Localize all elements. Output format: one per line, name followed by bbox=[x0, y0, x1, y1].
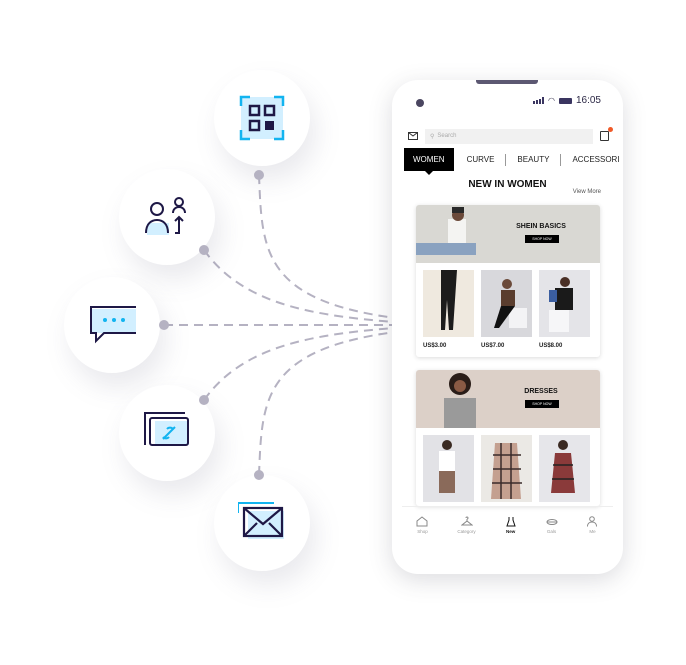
battery-icon bbox=[558, 97, 572, 104]
product-price: US$3.00 bbox=[423, 343, 447, 349]
product-image bbox=[539, 270, 590, 337]
qr-code-icon bbox=[239, 95, 285, 141]
product-price: US$8.00 bbox=[539, 343, 563, 349]
nav-new[interactable]: New bbox=[505, 516, 517, 534]
collection-card-dresses[interactable]: DRESSES SHOP NOW bbox=[416, 370, 600, 506]
product-item[interactable] bbox=[539, 435, 590, 502]
product-price: US$7.00 bbox=[481, 343, 505, 349]
category-tabs: WOMEN CURVE BEAUTY ACCESSORI bbox=[404, 148, 623, 175]
model-image bbox=[444, 373, 476, 428]
cart-icon[interactable] bbox=[600, 127, 613, 141]
status-bar: ◠ 16:05 bbox=[532, 95, 601, 106]
lips-icon bbox=[546, 518, 558, 525]
user-referral-bubble[interactable] bbox=[119, 169, 215, 265]
product-image bbox=[423, 435, 474, 502]
user-referral-icon bbox=[145, 197, 186, 235]
chat-bubble[interactable] bbox=[64, 277, 160, 373]
product-item[interactable] bbox=[423, 435, 474, 502]
hanger-icon bbox=[460, 516, 473, 525]
nav-me[interactable]: Me bbox=[586, 515, 598, 534]
banner-image[interactable]: SHEIN BASICS SHOP NOW bbox=[416, 205, 600, 263]
speaker bbox=[476, 80, 538, 84]
product-image bbox=[423, 270, 474, 337]
shop-now-button[interactable]: SHOP NOW bbox=[525, 235, 559, 243]
tab-beauty[interactable]: BEAUTY bbox=[506, 153, 562, 166]
product-item[interactable]: US$7.00 bbox=[481, 270, 532, 353]
wifi-icon: ◠ bbox=[547, 96, 555, 105]
dress-icon bbox=[505, 516, 516, 526]
signal-icon bbox=[532, 97, 544, 104]
nav-gals[interactable]: Gals bbox=[546, 516, 558, 534]
search-input[interactable]: ⚲Search bbox=[425, 128, 593, 144]
model-image bbox=[416, 207, 476, 255]
qr-code-bubble[interactable] bbox=[214, 70, 310, 166]
tab-accessories[interactable]: ACCESSORI bbox=[572, 154, 620, 164]
shop-now-button[interactable]: SHOP NOW bbox=[525, 400, 559, 408]
link-bubble[interactable] bbox=[119, 385, 215, 481]
tab-curve[interactable]: CURVE bbox=[456, 153, 507, 166]
section-title: NEW IN WOMEN bbox=[468, 179, 547, 190]
nav-shop[interactable]: Shop bbox=[416, 515, 428, 534]
banner-image[interactable]: DRESSES SHOP NOW bbox=[416, 370, 600, 428]
message-icon[interactable] bbox=[408, 132, 418, 140]
user-icon bbox=[587, 515, 598, 527]
product-image bbox=[481, 270, 532, 337]
product-item[interactable]: US$8.00 bbox=[539, 270, 590, 353]
banner-title: DRESSES bbox=[524, 388, 558, 395]
tab-women[interactable]: WOMEN bbox=[404, 148, 454, 175]
chat-icon bbox=[90, 306, 136, 344]
product-image bbox=[539, 435, 590, 502]
home-icon bbox=[416, 515, 428, 526]
bottom-nav: Shop Category New Gals Me bbox=[402, 506, 613, 542]
mail-icon bbox=[238, 502, 284, 539]
phone-mockup: ◠ 16:05 ⚲Search WOMEN CURVE BEAUTY ACCES… bbox=[392, 80, 623, 574]
search-icon: ⚲ bbox=[430, 133, 435, 140]
product-item[interactable] bbox=[481, 435, 532, 502]
nav-category[interactable]: Category bbox=[457, 516, 476, 534]
collection-card-basics[interactable]: SHEIN BASICS SHOP NOW US$3.00 US$7.00 US… bbox=[416, 205, 600, 357]
link-icon bbox=[144, 412, 189, 446]
banner-title: SHEIN BASICS bbox=[516, 223, 566, 230]
cart-badge bbox=[608, 127, 613, 132]
front-camera bbox=[416, 99, 424, 107]
product-item[interactable]: US$3.00 bbox=[423, 270, 474, 353]
clock: 16:05 bbox=[575, 95, 601, 106]
product-image bbox=[481, 435, 532, 502]
view-more-link[interactable]: View More bbox=[572, 189, 601, 195]
mail-bubble[interactable] bbox=[214, 475, 310, 571]
